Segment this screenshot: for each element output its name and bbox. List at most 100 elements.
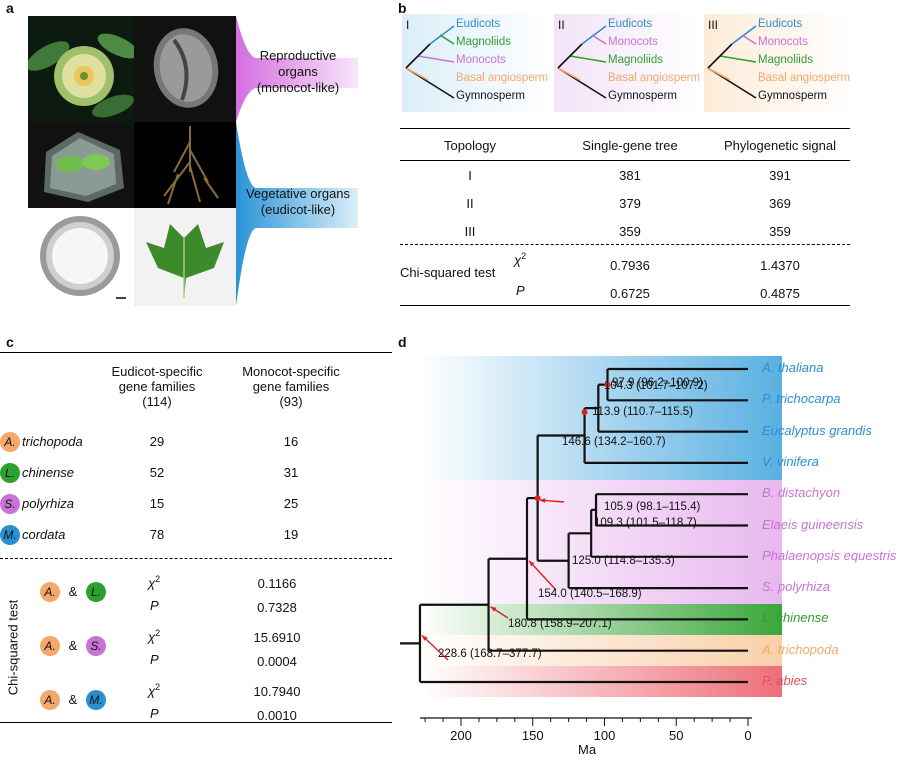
x-tick-label: 200	[450, 728, 472, 743]
arrow-head	[490, 606, 497, 612]
dashed-divider	[400, 244, 850, 245]
node-age-label: 125.0 (114.8–135.3)	[572, 554, 675, 567]
topology-number: III	[708, 18, 719, 32]
panel-a-label: a	[6, 0, 14, 16]
taxon-label: A. thaliana	[762, 360, 824, 375]
taxon-label: Phalaenopsis equestris	[762, 547, 897, 563]
species-name: trichopoda	[22, 434, 83, 449]
root-photo	[134, 122, 236, 208]
taxon-label: Eudicots	[456, 18, 501, 30]
taxon-label: B. distachyon	[762, 485, 841, 501]
ampersand: &	[68, 692, 78, 707]
stem-section-photo	[28, 208, 134, 306]
taxon-label: S. polyrhiza	[762, 579, 830, 595]
monocot-count: 31	[283, 465, 299, 480]
taxon-label: P. trichocarpa	[762, 391, 841, 407]
eudicot-count: 78	[149, 527, 165, 542]
arrow-head	[539, 498, 546, 503]
taxon-label: L. chinense	[762, 610, 829, 626]
calibration-point	[604, 381, 611, 388]
species-circle: A.	[0, 432, 20, 452]
row-signal: 359	[769, 224, 791, 239]
taxon-label: P. abies	[762, 673, 808, 688]
p-value: 0.0004	[257, 654, 297, 669]
panel-c-label: c	[6, 334, 14, 350]
species-circle: M.	[0, 525, 20, 545]
taxon-label: Eucalyptus grandis	[762, 422, 872, 438]
chi2-signal: 1.4370	[760, 258, 800, 273]
species-circle: A.	[40, 636, 60, 656]
chi2-symbol: χ2	[148, 628, 161, 645]
x-tick-label: 150	[521, 728, 544, 743]
species-circle: A.	[40, 582, 60, 602]
node-age-label: 105.9 (98.1–115.4)	[604, 500, 701, 513]
chi2-value: 10.7940	[253, 684, 301, 699]
taxon-label: Basal angiosperm	[608, 72, 701, 84]
x-axis-title: Ma	[578, 742, 597, 757]
chi2-value: 0.1166	[257, 576, 297, 591]
node-age-label: 97.9 (96.2–100.9)	[612, 376, 703, 389]
species-name: cordata	[22, 527, 66, 542]
ampersand: &	[68, 584, 78, 599]
topology-number: II	[558, 18, 565, 32]
eudicot-count: 15	[149, 496, 165, 511]
species-circle: S.	[86, 636, 106, 656]
taxon-label: Magnoliids	[608, 54, 663, 66]
row-single-gene: 379	[619, 196, 641, 211]
taxon-label: Basal angiosperm	[758, 72, 851, 84]
node-age-label: 109.3 (101.5–118.7)	[594, 517, 697, 530]
species-circle: M.	[86, 690, 106, 710]
pollen-sem-photo	[134, 16, 236, 122]
header-phylogenetic-signal: Phylogenetic signal	[723, 138, 837, 153]
clade-band	[420, 480, 782, 604]
taxon-label: A. trichopoda	[762, 641, 839, 657]
p-symbol: P	[516, 283, 525, 298]
species-name: polyrhiza	[22, 496, 75, 511]
calibration-point	[534, 495, 541, 502]
chi-squared-label: Chi-squared test	[5, 599, 21, 696]
header-rule	[400, 160, 850, 161]
node-age-label: 228.6 (168.7–377.7)	[438, 648, 542, 660]
calibration-point	[581, 409, 588, 416]
organ-gradient-bands	[236, 16, 358, 306]
p-symbol: P	[150, 652, 159, 667]
species-circle: A.	[40, 690, 60, 710]
species-circle: L.	[86, 582, 106, 602]
taxon-label: Monocots	[456, 54, 506, 66]
row-topology: I	[468, 168, 472, 183]
chi2-value: 15.6910	[253, 630, 301, 645]
reproductive-organs-label: Reproductive organs (monocot-like)	[256, 48, 340, 95]
row-topology: III	[464, 224, 476, 239]
species-circle: S.	[0, 494, 20, 514]
header-topology: Topology	[443, 138, 497, 153]
vegetative-organs-label: Vegetative organs (eudicot-like)	[245, 186, 351, 217]
taxon-label: Elaeis guineensis	[762, 516, 864, 532]
p-single-gene: 0.6725	[610, 286, 650, 301]
arrow-head	[529, 560, 535, 567]
p-symbol: P	[150, 598, 159, 613]
taxon-label: Magnoliids	[456, 36, 511, 48]
topology-number: I	[406, 18, 410, 32]
taxon-label: Magnoliids	[758, 54, 813, 66]
row-single-gene: 359	[619, 224, 641, 239]
node-age-label: 180.8 (158.9–207.1)	[508, 618, 612, 630]
annotation-arrow	[528, 560, 557, 591]
taxon-label: Monocots	[758, 36, 808, 48]
taxon-label: V. vinifera	[762, 453, 819, 469]
x-tick-label: 0	[744, 728, 752, 743]
row-single-gene: 381	[619, 168, 641, 183]
monocot-count: 19	[283, 527, 299, 542]
taxon-label: Eudicots	[608, 18, 653, 30]
ampersand: &	[68, 638, 78, 653]
annotation-arrow	[421, 634, 449, 661]
node-age-label: 113.9 (110.7–115.5)	[592, 406, 694, 419]
clade-band	[420, 356, 782, 480]
eudicot-count: 29	[149, 434, 165, 449]
table-bottom-rule	[0, 722, 392, 723]
p-symbol: P	[150, 706, 159, 721]
panel-d-label: d	[398, 334, 407, 350]
taxon-label: Basal angiosperm	[456, 72, 549, 84]
header-monocot-specific: Monocot-specific gene families (93)	[242, 364, 340, 409]
